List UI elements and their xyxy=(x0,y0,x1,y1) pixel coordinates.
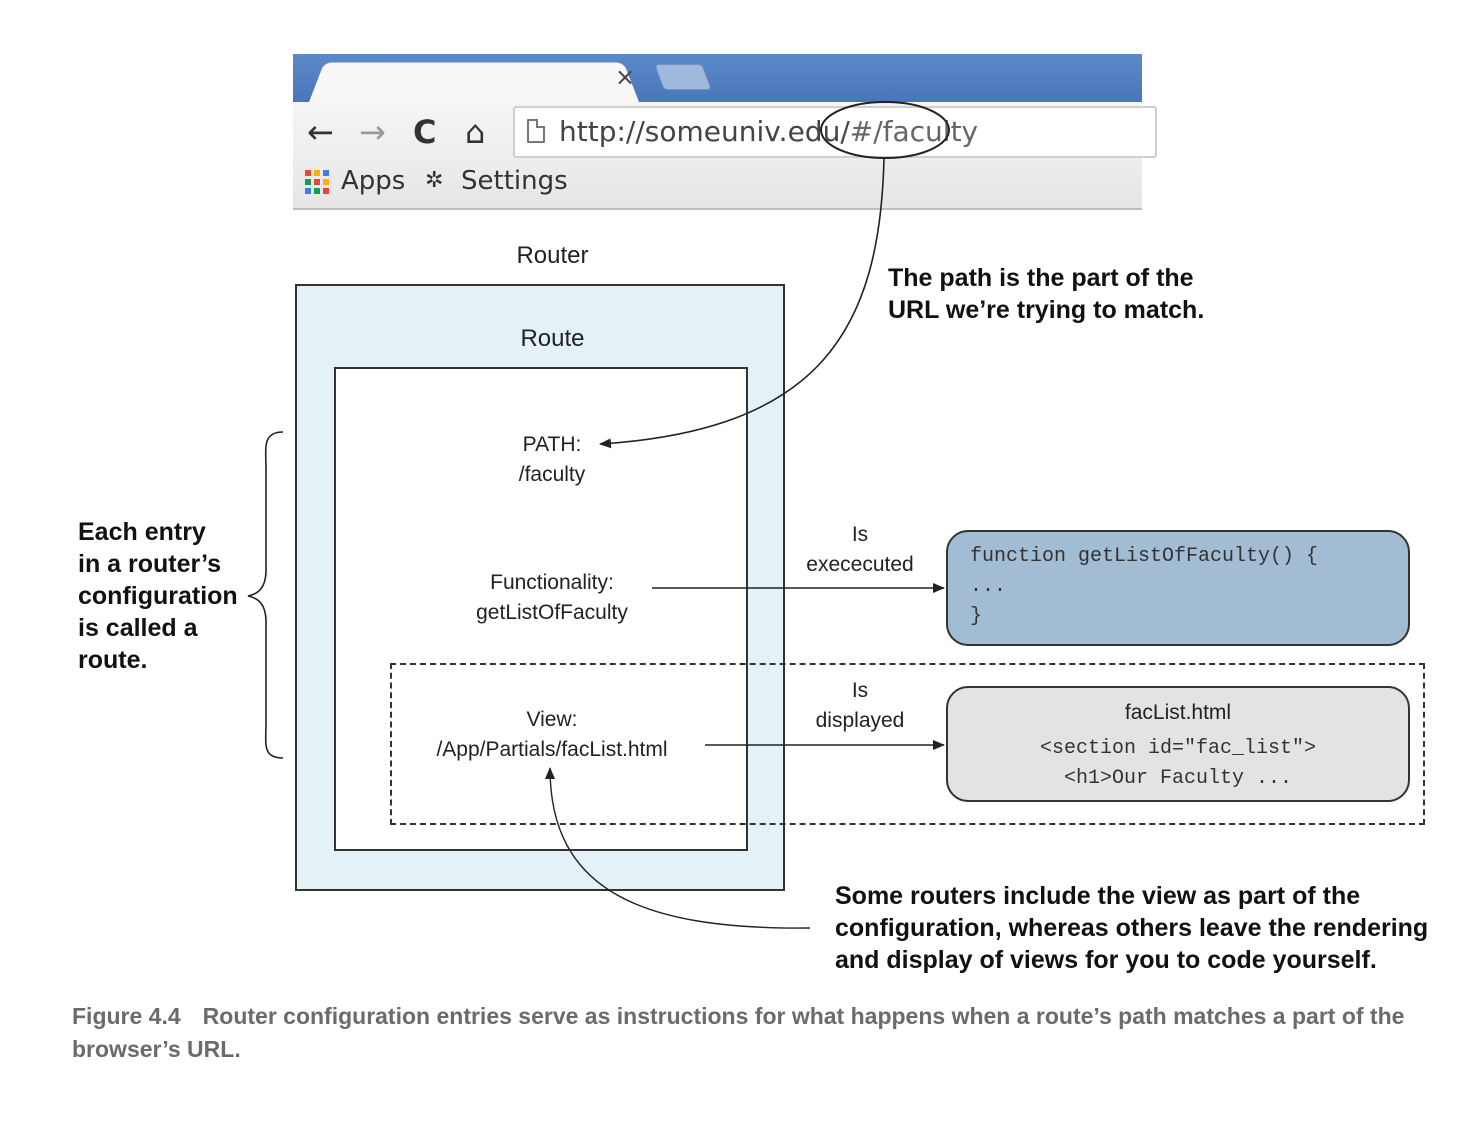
reload-icon[interactable]: C xyxy=(413,113,437,151)
view-label: View: xyxy=(526,708,578,731)
url-base: http://someuniv.edu/ xyxy=(559,115,850,148)
apps-grid-dot xyxy=(323,179,329,185)
apps-grid-dot xyxy=(323,170,329,176)
bookmark-apps[interactable]: Apps xyxy=(341,166,406,196)
view-file-title: facList.html xyxy=(1124,701,1232,724)
path-annotation-line-1: The path is the part of the xyxy=(888,264,1194,292)
view-file-box: facList.html <section id="fac_list"> <h1… xyxy=(946,686,1410,802)
function-code-line-2: ... xyxy=(970,575,1007,598)
apps-grid-dot xyxy=(305,179,311,185)
apps-grid-dot xyxy=(314,179,320,185)
entry-annotation-line-4: is called a xyxy=(78,614,198,642)
bookmark-settings[interactable]: Settings xyxy=(461,166,568,196)
figure-number: Figure 4.4 xyxy=(72,1003,181,1029)
settings-gear-icon: ✲ xyxy=(425,168,444,193)
url-to-path-arrow xyxy=(599,157,885,449)
tab-bar: × xyxy=(293,54,1142,102)
path-value: /faculty xyxy=(518,463,586,486)
back-arrow-icon[interactable]: ← xyxy=(307,113,334,151)
executed-label-line-1: Is xyxy=(851,523,869,546)
entry-annotation-line-2: in a router’s xyxy=(78,550,222,578)
function-code-line-1: function getListOfFaculty() { xyxy=(970,545,1319,568)
displayed-label-line-1: Is xyxy=(851,679,869,702)
path-label: PATH: xyxy=(522,433,582,456)
view-code-line-1: <section id="fac_list"> xyxy=(1039,737,1317,760)
route-box xyxy=(334,367,748,851)
view-code-line-2: <h1>Our Faculty ... xyxy=(1063,767,1293,790)
apps-grid-dot xyxy=(314,188,320,194)
router-view-annotation-line-2: configuration, whereas others leave the … xyxy=(835,914,1429,942)
function-box: function getListOfFaculty() { ... } xyxy=(946,530,1410,646)
apps-grid-dot xyxy=(305,170,311,176)
home-icon[interactable]: ⌂ xyxy=(465,113,486,151)
forward-arrow-icon[interactable]: → xyxy=(359,113,386,151)
function-code-line-3: } xyxy=(970,605,983,628)
apps-grid-dot xyxy=(323,188,329,194)
functionality-value: getListOfFaculty xyxy=(476,601,628,624)
route-brace xyxy=(247,431,284,759)
router-view-annotation: Some routers include the view as part of… xyxy=(835,880,1428,976)
functionality-label: Functionality: xyxy=(490,571,614,594)
executed-label-line-2: exececuted xyxy=(806,553,914,576)
functionality-entry: Functionality: getListOfFaculty xyxy=(432,568,672,628)
browser-window: × ← → C ⌂ http://someuniv.edu/#/faculty … xyxy=(293,54,1157,210)
entry-annotation-line-3: configuration xyxy=(78,582,238,610)
url-hash: #/faculty xyxy=(849,115,979,148)
url-text: http://someuniv.edu/#/faculty xyxy=(559,114,978,150)
executed-edge-label: Is exececuted xyxy=(790,520,930,580)
url-highlight-ellipse xyxy=(820,101,950,159)
router-view-annotation-line-1: Some routers include the view as part of… xyxy=(835,882,1361,910)
route-label: Route xyxy=(520,325,585,352)
path-entry: PATH: /faculty xyxy=(432,430,672,490)
apps-grid-dot xyxy=(305,188,311,194)
router-view-annotation-line-3: and display of views for you to code you… xyxy=(835,946,1377,974)
router-label: Router xyxy=(516,242,589,269)
view-entry: View: /App/Partials/facList.html xyxy=(412,705,692,765)
view-value: /App/Partials/facList.html xyxy=(436,738,668,761)
page-icon xyxy=(527,119,545,143)
path-annotation-line-2: URL we’re trying to match. xyxy=(888,296,1205,324)
view-dashed-region xyxy=(390,663,1425,825)
path-annotation: The path is the part of the URL we’re tr… xyxy=(888,262,1204,326)
entry-annotation: Each entry in a router’s configuration i… xyxy=(78,516,238,676)
annotation-to-view-arrow xyxy=(545,767,811,929)
apps-grid-icon xyxy=(305,170,329,194)
displayed-edge-label: Is displayed xyxy=(790,676,930,736)
address-bar[interactable]: http://someuniv.edu/#/faculty xyxy=(513,106,1157,158)
caption-text: Router configuration entries serve as in… xyxy=(72,1003,1405,1062)
entry-annotation-line-1: Each entry xyxy=(78,518,206,546)
tab-close-icon[interactable]: × xyxy=(615,63,636,91)
entry-annotation-line-5: route. xyxy=(78,646,148,674)
displayed-label-line-2: displayed xyxy=(815,709,905,732)
apps-grid-dot xyxy=(314,170,320,176)
